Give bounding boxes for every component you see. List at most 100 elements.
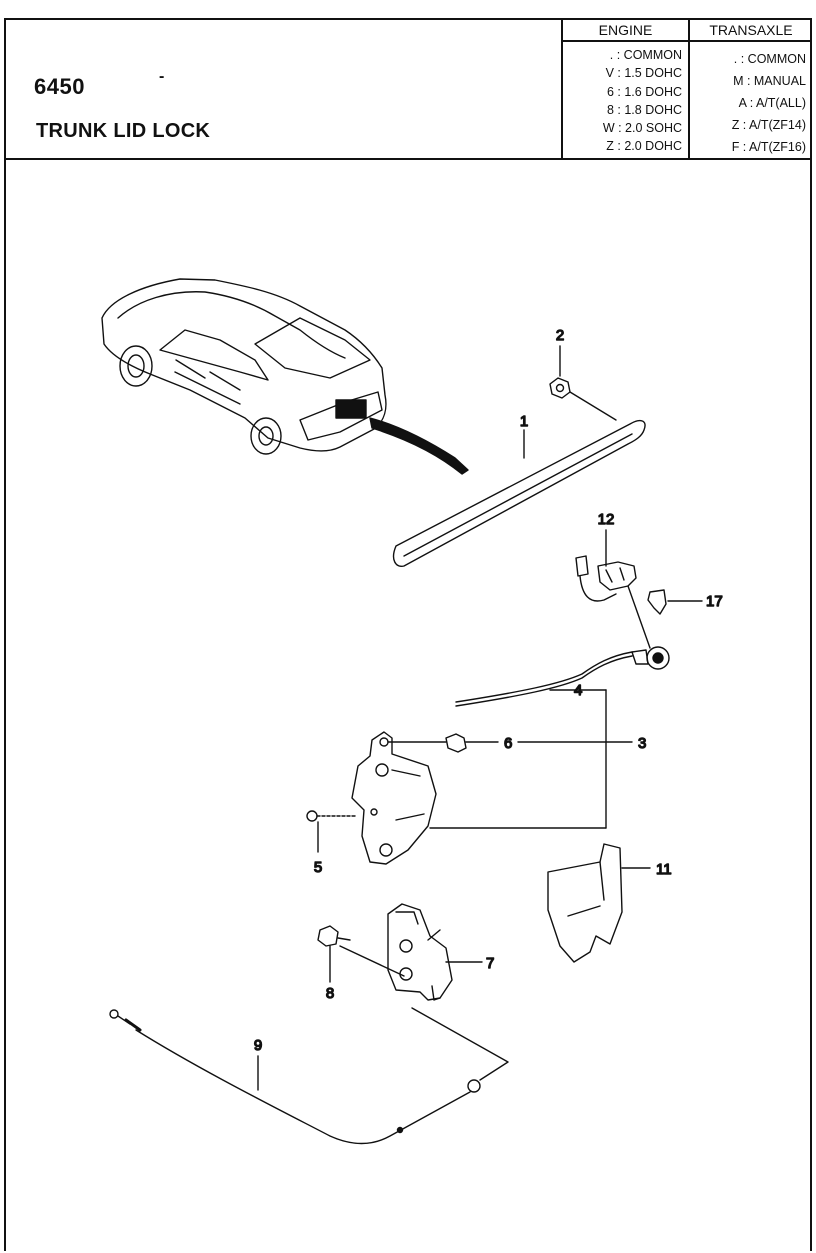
garnish-outline [392, 419, 646, 567]
engine-code-row: 6 : 1.6 DOHC [606, 84, 682, 99]
front-wheel-hub [127, 354, 145, 378]
cable-end-front [109, 1009, 119, 1019]
callout-1: 1 [520, 413, 528, 430]
switch-detail [605, 567, 625, 583]
cable-clip [396, 1126, 404, 1134]
cable-end-ball [467, 1079, 481, 1093]
callout-6: 6 [504, 735, 512, 752]
part-8-bolt [317, 925, 405, 983]
lock-plate [351, 731, 437, 865]
part-number: 6450 [34, 74, 85, 99]
part-2-nut [549, 345, 617, 421]
transaxle-code-row: M : MANUAL [733, 74, 806, 88]
part-5-screw [306, 810, 357, 853]
callout-9: 9 [254, 1037, 262, 1054]
part-11-cover [547, 843, 651, 963]
engine-code-row: . : COMMON [609, 48, 682, 62]
garnish-inner-line [403, 433, 633, 557]
dash-mark: - [159, 68, 165, 85]
screw-5-head [306, 810, 318, 822]
callout-8: 8 [326, 985, 334, 1002]
nut-to-garnish-line [569, 391, 617, 421]
engine-code-row: Z : 2.0 DOHC [606, 139, 682, 154]
cable-line [135, 1029, 471, 1145]
pointer-wedge [369, 417, 469, 475]
switch-to-cylinder-line [627, 585, 651, 649]
page-frame [4, 18, 812, 1251]
transaxle-code-row: F : A/T(ZF16) [731, 140, 806, 154]
header-block: 6450 - TRUNK LID LOCK [4, 18, 812, 160]
part-7-latch [387, 903, 483, 1001]
switch-body [597, 561, 637, 591]
lock-cylinder-core [652, 652, 664, 664]
car-door-lines [174, 359, 241, 405]
lock-hole-top [379, 737, 389, 747]
bolt-6-head [445, 733, 467, 753]
engine-code-row: W : 2.0 SOHC [602, 121, 682, 136]
transaxle-code-row: Z : A/T(ZF14) [731, 118, 806, 132]
engine-code-row: V : 1.5 DOHC [605, 66, 682, 81]
transaxle-code-row: A : A/T(ALL) [738, 96, 806, 110]
engine-heading: ENGINE [563, 20, 688, 42]
latch-top-detail [395, 911, 419, 925]
lock-rivet [370, 808, 378, 816]
part-9-release-cable [109, 1007, 509, 1145]
engine-code-row: 8 : 1.8 DOHC [606, 102, 682, 117]
code-legend-table: ENGINE . : COMMON V : 1.5 DOHC 6 : 1.6 D… [561, 20, 812, 160]
page-title: TRUNK LID LOCK [36, 120, 211, 142]
bolt-8-to-latch-line [339, 945, 405, 977]
lock-plate-detail [391, 769, 425, 821]
callout-5: 5 [314, 859, 322, 876]
lock-hole-upper [375, 763, 389, 777]
license-plate [335, 399, 367, 419]
part-17-clip [647, 589, 703, 615]
part-6-bolt [387, 733, 633, 753]
car-rear-window [254, 317, 371, 379]
part-4-rod-and-cylinder [429, 646, 670, 829]
part-3-lock-assembly [351, 731, 437, 865]
latch-detail [427, 929, 441, 1001]
rear-wheel-hub [258, 426, 274, 446]
nut-hole [555, 383, 565, 393]
switch-connector [575, 555, 589, 577]
switch-wire [579, 575, 617, 602]
sedan-rear-view-illustration [101, 278, 469, 475]
latch-hole-upper [399, 939, 413, 953]
cable-sleeve [124, 1018, 142, 1032]
part-12-switch [575, 529, 651, 649]
transaxle-column: TRANSAXLE . : COMMON M : MANUAL A : A/T(… [690, 20, 812, 158]
rod-4-line-a [455, 651, 633, 703]
car-body-outline [101, 278, 387, 452]
lock-hole-lower [379, 843, 393, 857]
bolt-8-head [317, 925, 339, 947]
cover-detail [567, 861, 605, 917]
car-roof-line [117, 291, 346, 359]
cable-to-latch-line [411, 1007, 509, 1081]
callout-17: 17 [706, 593, 723, 610]
cover-body [547, 843, 623, 963]
cylinder-lever [631, 649, 649, 665]
transaxle-heading: TRANSAXLE [690, 20, 812, 42]
nut-hex [549, 377, 571, 399]
transaxle-code-list: . : COMMON M : MANUAL A : A/T(ALL) Z : A… [690, 42, 812, 158]
latch-hole-lower [399, 967, 413, 981]
bolt-8-shaft [337, 937, 351, 941]
callout-2: 2 [556, 327, 564, 344]
rear-wheel [250, 417, 282, 455]
clip-body [647, 589, 667, 615]
rod-4-line-b [455, 655, 633, 707]
latch-body [387, 903, 453, 1001]
front-wheel [119, 345, 153, 387]
callout-12: 12 [598, 511, 615, 528]
callout-11: 11 [656, 861, 672, 878]
callout-4: 4 [574, 682, 582, 699]
callout-3: 3 [638, 735, 646, 752]
engine-code-list: . : COMMON V : 1.5 DOHC 6 : 1.6 DOHC 8 :… [563, 42, 688, 156]
callout-7: 7 [486, 955, 494, 972]
car-side-windows [159, 329, 269, 381]
transaxle-code-row: . : COMMON [733, 52, 806, 66]
part-1-trunk-garnish [392, 419, 646, 567]
exploded-parts-drawing: 2 1 12 17 4 6 3 5 11 7 8 9 [101, 278, 723, 1145]
engine-column: ENGINE . : COMMON V : 1.5 DOHC 6 : 1.6 D… [563, 20, 690, 158]
